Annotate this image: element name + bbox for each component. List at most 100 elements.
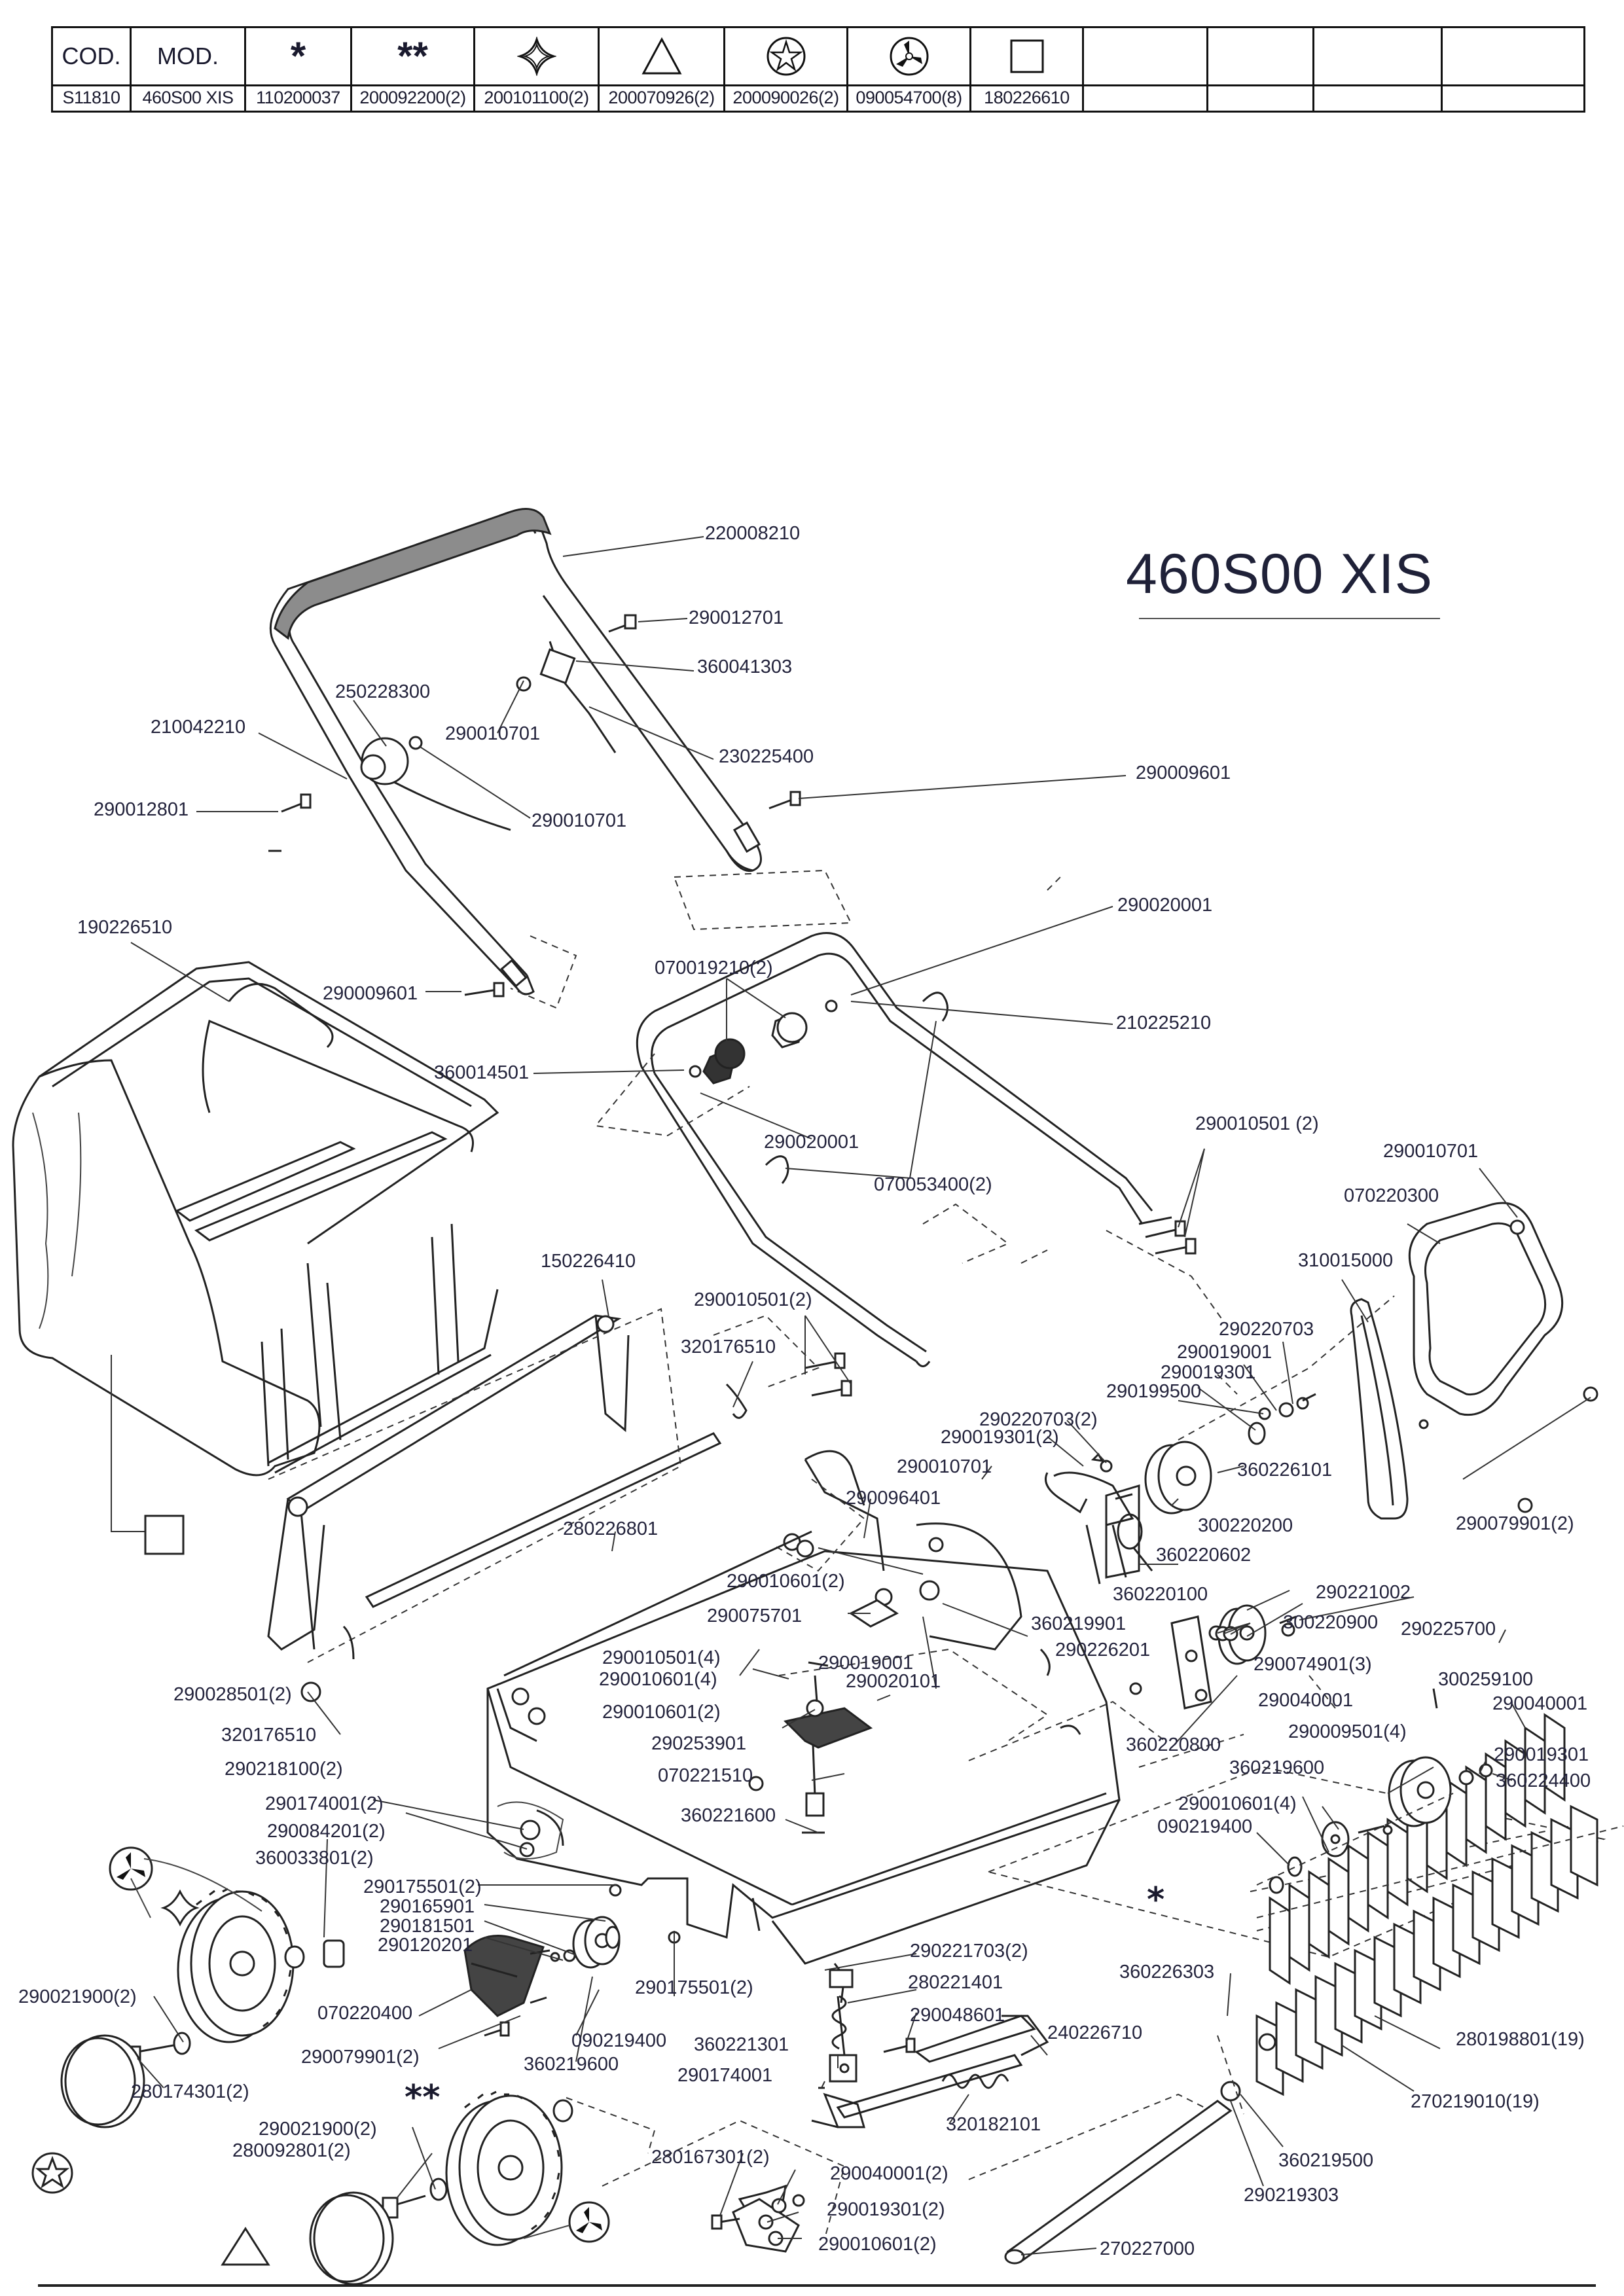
- rear-pulley-assembly: [1129, 1604, 1624, 1918]
- callout-320176510: 320176510: [681, 1336, 776, 1357]
- callout-290019301-b: 290019301: [1494, 1744, 1589, 1765]
- callout-360224400: 360224400: [1496, 1770, 1591, 1791]
- value-square: 180226610: [971, 84, 1084, 111]
- callout-290012801: 290012801: [94, 799, 189, 820]
- callout-290218100-2: 290218100(2): [225, 1759, 343, 1780]
- callout-360219600-b: 360219600: [524, 2054, 619, 2075]
- header-mod-text: MOD.: [157, 43, 219, 69]
- bottom-rule: [38, 2284, 1596, 2287]
- callout-290174001-2: 290174001(2): [265, 1793, 384, 1814]
- callout-290221002: 290221002: [1316, 1582, 1411, 1603]
- model-title-underline: [1139, 618, 1440, 619]
- callout-360219901: 360219901: [1031, 1613, 1126, 1634]
- callout-290019301-2: 290019301(2): [941, 1427, 1059, 1448]
- callout-290010601-4b: 290010601(4): [1178, 1793, 1297, 1814]
- value-triangle-text: 200070926(2): [608, 87, 715, 107]
- value-empty-2: [1208, 84, 1314, 111]
- callout-290019301-2b: 290019301(2): [827, 2199, 945, 2220]
- callout-290019001: 290019001: [1177, 1342, 1272, 1363]
- callout-290040001-b: 290040001: [1492, 1693, 1587, 1714]
- header-mod: MOD.: [132, 28, 246, 84]
- callout-240226710: 240226710: [1047, 2022, 1142, 2043]
- callout-290084201-2: 290084201(2): [267, 1821, 386, 1842]
- scarifier-deck: [486, 1450, 1244, 1965]
- rear-flap-assembly: [267, 1308, 748, 1702]
- callout-290020001-b: 290020001: [764, 1132, 859, 1153]
- callout-290120201: 290120201: [378, 1935, 473, 1956]
- callout-360226101: 360226101: [1237, 1460, 1332, 1480]
- callout-290219303: 290219303: [1244, 2185, 1339, 2206]
- value-cod-text: S11810: [62, 87, 120, 107]
- callout-300259100: 300259100: [1438, 1669, 1533, 1690]
- callout-280226801: 280226801: [563, 1518, 658, 1539]
- callout-360014501: 360014501: [434, 1062, 529, 1083]
- callout-290174001: 290174001: [677, 2065, 772, 2086]
- front-wheel-assembly: [31, 1846, 345, 2194]
- callout-290165901: 290165901: [380, 1896, 475, 1917]
- callout-290079901-2b: 290079901(2): [301, 2047, 420, 2068]
- callout-290019001-b: 290019001: [818, 1653, 913, 1674]
- callout-190226510: 190226510: [77, 917, 172, 938]
- callout-290009501-4: 290009501(4): [1288, 1721, 1407, 1742]
- callout-290079901-2: 290079901(2): [1456, 1513, 1574, 1534]
- callout-290010501-2a: 290010501 (2): [1195, 1113, 1319, 1134]
- value-cod: S11810: [53, 84, 132, 111]
- callout-290028501-2: 290028501(2): [173, 1684, 292, 1705]
- callout-290019301: 290019301: [1161, 1362, 1255, 1383]
- value-square-text: 180226610: [984, 87, 1070, 107]
- callout-290009601-b: 290009601: [323, 983, 418, 1004]
- callout-290009601: 290009601: [1136, 762, 1231, 783]
- clip-star-icon: [516, 37, 556, 76]
- callout-leaders: [130, 536, 1591, 2255]
- callout-290040001-2: 290040001(2): [830, 2163, 948, 2184]
- value-double-star: 200092200(2): [352, 84, 475, 111]
- callout-230225400: 230225400: [719, 746, 814, 767]
- callout-290074901-3: 290074901(3): [1254, 1654, 1372, 1675]
- callout-300220200: 300220200: [1198, 1515, 1293, 1536]
- model-title: 460S00 XIS: [1126, 543, 1434, 605]
- callout-290012701: 290012701: [689, 607, 784, 628]
- callout-360221301: 360221301: [694, 2034, 789, 2055]
- header-double-star: **: [352, 28, 475, 84]
- lower-handle-assembly: [594, 932, 1225, 1397]
- callout-290226201: 290226201: [1055, 1640, 1150, 1660]
- callout-290253901: 290253901: [651, 1733, 746, 1754]
- double-star-icon: **: [397, 34, 428, 78]
- callout-360219600: 360219600: [1229, 1757, 1324, 1778]
- header-empty-3: [1314, 28, 1443, 84]
- star-knob: [702, 1012, 808, 1085]
- header-clip-star: [475, 28, 600, 84]
- double-star-marker: **: [405, 2078, 440, 2117]
- callout-360041303: 360041303: [697, 656, 792, 677]
- value-triangle: 200070926(2): [600, 84, 725, 111]
- value-wheel-hub: 090054700(8): [848, 84, 971, 111]
- square-icon: [1010, 39, 1043, 73]
- callout-360220800: 360220800: [1126, 1734, 1221, 1755]
- callout-290220703-2: 290220703(2): [979, 1409, 1098, 1430]
- callout-290020001: 290020001: [1117, 895, 1212, 916]
- callout-290010601-2c: 290010601(2): [818, 2234, 937, 2255]
- bag-square-marker: [144, 1515, 185, 1555]
- callout-290220703: 290220703: [1219, 1319, 1314, 1340]
- value-empty-1: [1084, 84, 1208, 111]
- callout-280198801-19: 280198801(19): [1456, 2029, 1585, 2050]
- header-cod: COD.: [53, 28, 132, 84]
- callout-360220100: 360220100: [1113, 1584, 1208, 1605]
- callout-280167301-2: 280167301(2): [651, 2147, 770, 2168]
- callout-360219500: 360219500: [1278, 2150, 1373, 2171]
- callout-360226303: 360226303: [1119, 1962, 1214, 1982]
- value-clip-star-text: 200101100(2): [484, 87, 589, 107]
- callout-270227000: 270227000: [1100, 2238, 1195, 2259]
- value-star-text: 110200037: [256, 87, 340, 107]
- callout-290010601-2a: 290010601(2): [727, 1571, 845, 1592]
- callout-290225700: 290225700: [1401, 1619, 1496, 1640]
- header-star-circle: [725, 28, 848, 84]
- callout-320182101: 320182101: [946, 2114, 1041, 2135]
- value-double-star-text: 200092200(2): [359, 87, 466, 107]
- callout-290021900-2b: 290021900(2): [259, 2119, 377, 2140]
- height-adjust-assembly: [784, 1661, 916, 2128]
- callout-300220900: 300220900: [1283, 1612, 1378, 1633]
- upper-handle-assembly: [269, 508, 852, 1009]
- callout-220008210: 220008210: [705, 523, 800, 544]
- header-square: [971, 28, 1084, 84]
